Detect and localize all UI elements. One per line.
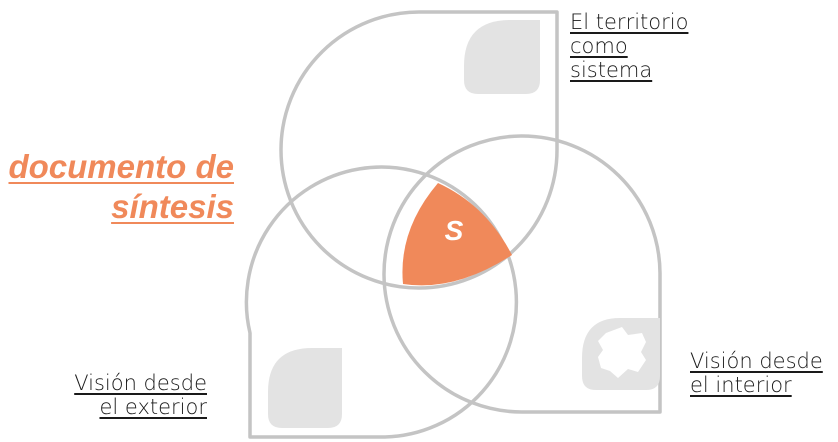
petal-right (382, 134, 662, 414)
center-letter: S (444, 215, 464, 246)
region-map-icon (582, 318, 660, 390)
leaf-icon-top (464, 20, 540, 94)
link-right-line2: el interior (690, 373, 792, 397)
document-title-line1: documento de (8, 148, 234, 185)
link-territorio-sistema[interactable]: El territorio como sistema (570, 10, 688, 82)
link-vision-exterior[interactable]: Visión desde el exterior (74, 371, 207, 419)
link-left-line1: Visión desde (74, 371, 207, 395)
link-vision-interior[interactable]: Visión desde el interior (690, 349, 823, 397)
petal-left (244, 165, 519, 439)
link-top-line2: como (570, 34, 628, 58)
petal-top (279, 10, 559, 290)
link-top-line3: sistema (570, 58, 653, 82)
link-top-line1: El territorio (570, 10, 689, 34)
document-title-line2: síntesis (111, 188, 234, 225)
center-intersection (402, 183, 512, 286)
link-left-line2: el exterior (99, 395, 207, 419)
leaf-icon-left (268, 348, 342, 428)
link-right-line1: Visión desde (690, 349, 823, 373)
document-title-link[interactable]: documento de síntesis (8, 147, 234, 227)
